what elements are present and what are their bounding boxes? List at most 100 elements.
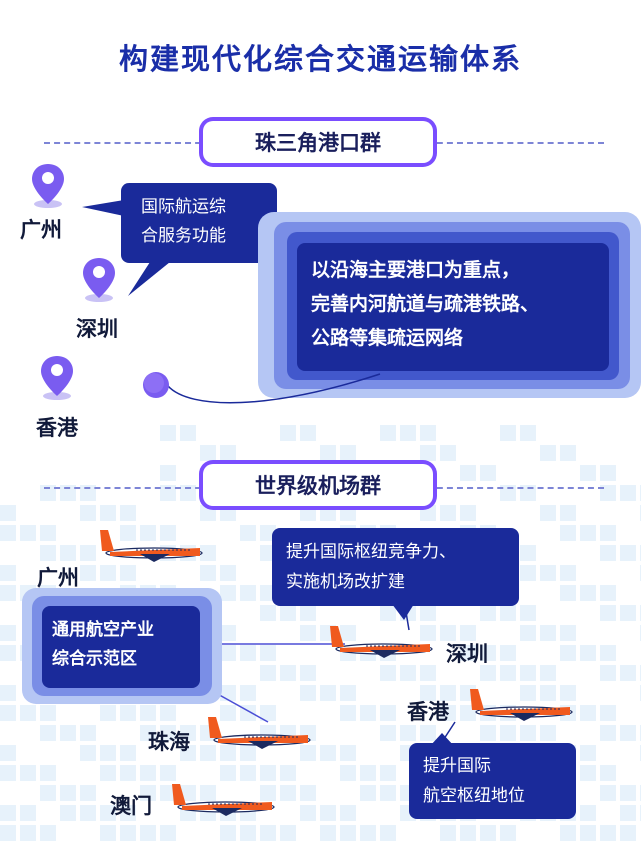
background-square: [560, 445, 576, 461]
background-square: [60, 725, 76, 741]
airport-city-hongkong: 香港: [407, 700, 449, 724]
background-square: [320, 805, 336, 821]
background-square: [460, 465, 476, 481]
background-square: [380, 765, 396, 781]
background-square: [240, 585, 256, 601]
background-square: [200, 745, 216, 761]
background-square: [40, 525, 56, 541]
background-square: [180, 425, 196, 441]
background-square: [300, 625, 316, 641]
background-square: [400, 425, 416, 441]
background-square: [220, 645, 236, 661]
background-square: [160, 785, 176, 801]
background-square: [240, 765, 256, 781]
background-square: [540, 665, 556, 681]
background-square: [80, 485, 96, 501]
background-square: [40, 825, 56, 841]
background-square: [520, 425, 536, 441]
background-square: [100, 745, 116, 761]
background-square: [620, 605, 636, 621]
background-square: [0, 765, 16, 781]
background-square: [440, 505, 456, 521]
background-square: [380, 665, 396, 681]
background-square: [600, 785, 616, 801]
background-square: [180, 725, 196, 741]
background-square: [140, 705, 156, 721]
background-square: [620, 805, 636, 821]
background-square: [580, 765, 596, 781]
background-square: [600, 465, 616, 481]
port-service-bubble: 国际航运综 合服务功能: [121, 183, 277, 263]
port-section-label: 珠三角港口群: [199, 117, 437, 167]
background-square: [260, 705, 276, 721]
background-square: [360, 825, 376, 841]
background-square: [160, 485, 176, 501]
background-square: [100, 805, 116, 821]
background-square: [500, 725, 516, 741]
background-square: [320, 685, 336, 701]
background-square: [80, 565, 96, 581]
background-square: [400, 725, 416, 741]
background-square: [0, 745, 16, 761]
background-square: [140, 725, 156, 741]
background-square: [280, 825, 296, 841]
background-square: [580, 705, 596, 721]
background-square: [420, 605, 436, 621]
background-square: [340, 685, 356, 701]
background-square: [540, 685, 556, 701]
background-square: [560, 565, 576, 581]
background-square: [340, 765, 356, 781]
background-square: [540, 505, 556, 521]
background-square: [600, 705, 616, 721]
background-square: [0, 565, 16, 581]
background-square: [580, 585, 596, 601]
background-square: [560, 525, 576, 541]
airplane-icon: [100, 530, 203, 562]
background-square: [440, 705, 456, 721]
background-square: [0, 505, 16, 521]
background-square: [140, 525, 156, 541]
background-square: [500, 645, 516, 661]
background-square: [240, 825, 256, 841]
background-square: [600, 525, 616, 541]
background-square: [500, 425, 516, 441]
background-square: [280, 765, 296, 781]
background-square: [0, 705, 16, 721]
background-square: [240, 525, 256, 541]
background-square: [600, 825, 616, 841]
background-square: [360, 705, 376, 721]
background-square: [340, 825, 356, 841]
background-square: [360, 765, 376, 781]
background-square: [520, 605, 536, 621]
background-square: [500, 485, 516, 501]
background-square: [280, 665, 296, 681]
background-square: [420, 685, 436, 701]
airplane-icon: [330, 626, 433, 658]
background-square: [220, 705, 236, 721]
background-square: [200, 545, 216, 561]
background-square: [600, 485, 616, 501]
background-square: [160, 765, 176, 781]
background-square: [40, 765, 56, 781]
background-square: [580, 745, 596, 761]
background-square: [80, 545, 96, 561]
background-square: [240, 745, 256, 761]
port-city-guangzhou: 广州: [20, 218, 62, 242]
airplane-icon: [470, 689, 573, 721]
airplane-icon: [208, 717, 311, 749]
background-square: [240, 645, 256, 661]
background-square: [40, 545, 56, 561]
background-square: [160, 725, 176, 741]
background-square: [420, 725, 436, 741]
background-square: [0, 525, 16, 541]
background-square: [100, 825, 116, 841]
background-square: [20, 805, 36, 821]
background-square: [20, 705, 36, 721]
background-square: [300, 665, 316, 681]
background-square: [420, 625, 436, 641]
background-square: [200, 785, 216, 801]
airport-section-label: 世界级机场群: [199, 460, 437, 510]
background-square: [220, 765, 236, 781]
background-square: [260, 665, 276, 681]
